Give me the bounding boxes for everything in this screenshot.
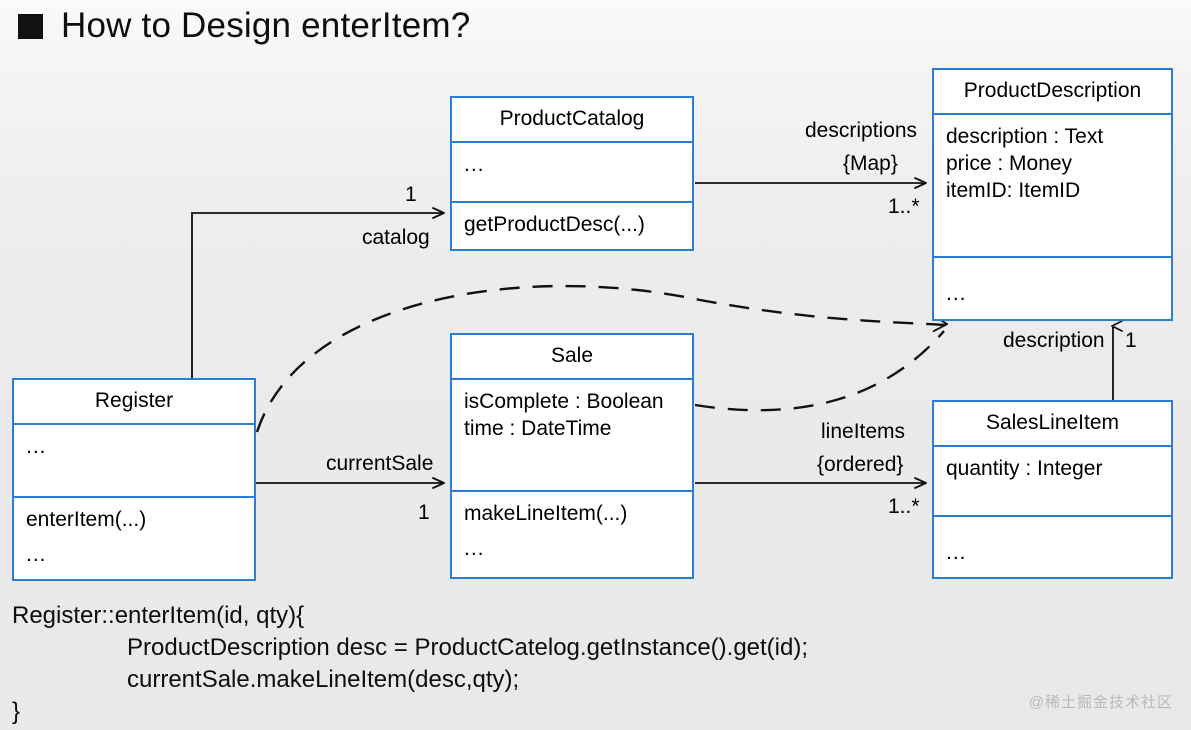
class-box-sales-line-item[interactable]: SalesLineItem quantity : Integer ... <box>932 400 1173 579</box>
operation-line: ... <box>464 537 485 561</box>
operation-line: ... <box>946 541 967 565</box>
attribute-line: ... <box>464 153 485 177</box>
code-line: ProductDescription desc = ProductCatelog… <box>127 633 809 661</box>
class-operations-sales-line-item: ... <box>934 517 1171 577</box>
class-attributes-product-catalog: ... <box>452 143 692 204</box>
filled-square-bullet-icon <box>18 13 43 39</box>
operation-line: makeLineItem(...) <box>464 502 628 526</box>
role-label-current-sale: currentSale <box>326 452 434 475</box>
operation-line: getProductDesc(...) <box>464 213 645 237</box>
class-operations-register: enterItem(...) ... <box>14 498 254 579</box>
operation-line: ... <box>946 282 967 306</box>
attribute-line: isComplete : Boolean <box>464 390 664 414</box>
class-box-sale[interactable]: Sale isComplete : Boolean time : DateTim… <box>450 333 694 579</box>
multiplicity-sale-lineitems: 1..* <box>888 495 920 518</box>
role-label-description: description <box>1003 329 1105 352</box>
constraint-label-ordered: {ordered} <box>817 453 904 476</box>
class-box-product-description[interactable]: ProductDescription description : Text pr… <box>932 68 1173 321</box>
code-block: Register::enterItem(id, qty){ ProductDes… <box>12 600 808 728</box>
role-label-line-items: lineItems <box>821 420 906 443</box>
attribute-line: time : DateTime <box>464 417 612 441</box>
multiplicity-register-catalog: 1 <box>405 183 417 206</box>
class-attributes-product-description: description : Text price : Money itemID:… <box>934 115 1171 259</box>
attribute-line: itemID: ItemID <box>946 178 1081 202</box>
class-operations-product-description: ... <box>934 258 1171 318</box>
code-line: currentSale.makeLineItem(desc,qty); <box>127 665 520 693</box>
connector-dependency-sale-description <box>694 330 945 412</box>
class-operations-sale: makeLineItem(...) ... <box>452 492 692 573</box>
code-line: } <box>12 697 21 725</box>
attribute-line: price : Money <box>946 152 1073 176</box>
attribute-line: quantity : Integer <box>946 457 1103 481</box>
operation-line: enterItem(...) <box>26 508 147 532</box>
watermark: @稀土掘金技术社区 <box>1028 694 1173 711</box>
class-attributes-sale: isComplete : Boolean time : DateTime <box>452 380 692 493</box>
page-title: How to Design enterItem? <box>18 6 470 46</box>
class-box-register[interactable]: Register ... enterItem(...) ... <box>12 378 256 581</box>
code-line: Register::enterItem(id, qty){ <box>12 602 305 629</box>
class-name-product-description: ProductDescription <box>934 70 1171 116</box>
class-operations-product-catalog: getProductDesc(...) <box>452 203 692 249</box>
class-attributes-register: ... <box>14 425 254 499</box>
role-label-descriptions: descriptions <box>805 119 918 142</box>
class-box-product-catalog[interactable]: ProductCatalog ... getProductDesc(...) <box>450 96 694 251</box>
constraint-label-map: {Map} <box>843 152 898 175</box>
attribute-line: ... <box>26 435 47 459</box>
page-title-text: How to Design enterItem? <box>61 6 471 45</box>
class-name-sale: Sale <box>452 335 692 381</box>
role-label-catalog: catalog <box>362 226 430 249</box>
class-name-product-catalog: ProductCatalog <box>452 98 692 144</box>
class-name-sales-line-item: SalesLineItem <box>934 402 1171 448</box>
attribute-line: description : Text <box>946 125 1104 149</box>
multiplicity-lineitem-description: 1 <box>1125 329 1137 352</box>
multiplicity-catalog-descriptions: 1..* <box>888 195 920 218</box>
class-name-register: Register <box>14 380 254 426</box>
operation-line: ... <box>26 543 47 567</box>
class-attributes-sales-line-item: quantity : Integer <box>934 447 1171 518</box>
multiplicity-register-sale: 1 <box>418 501 430 524</box>
